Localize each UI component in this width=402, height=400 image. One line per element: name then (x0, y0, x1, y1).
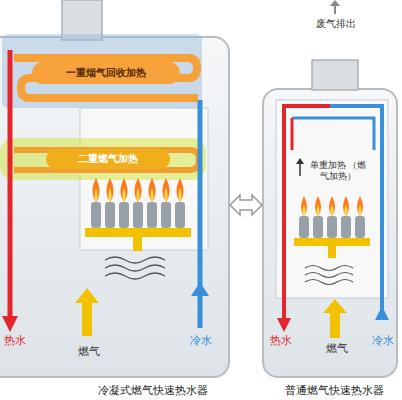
exhaust-label: 废气排出 (308, 18, 364, 30)
hot-water-label: 热水 (266, 334, 296, 347)
exhaust-arrow (334, 4, 336, 14)
flue-recovery-label: 一重烟气回收加热 (32, 62, 180, 84)
unit-caption: 普通燃气快速热水器 (270, 384, 398, 397)
cold-water-label: 冷水 (368, 334, 398, 347)
gas-label: 燃气 (320, 342, 354, 355)
zone-label-text: 二重燃气加热 (78, 152, 138, 166)
comparison-arrow (230, 195, 262, 215)
flue-pipe (312, 60, 358, 90)
zone-label-text: 一重烟气回收加热 (66, 66, 146, 80)
cold-water-label: 冷水 (186, 334, 216, 347)
flue-pipe (62, 0, 102, 40)
gas-label: 燃气 (72, 345, 106, 358)
hot-water-label: 热水 (0, 334, 30, 347)
condensing-heater: 冷凝式燃气快速热水器一重烟气回收加热二重燃气加热 (0, 36, 230, 378)
exhaust-arrow-head (330, 0, 340, 6)
gas-heating-label: 二重燃气加热 (46, 149, 170, 169)
single-heating-label: 单重加热 （燃气加热） (306, 160, 370, 182)
unit-caption: 冷凝式燃气快速热水器 (78, 384, 228, 397)
